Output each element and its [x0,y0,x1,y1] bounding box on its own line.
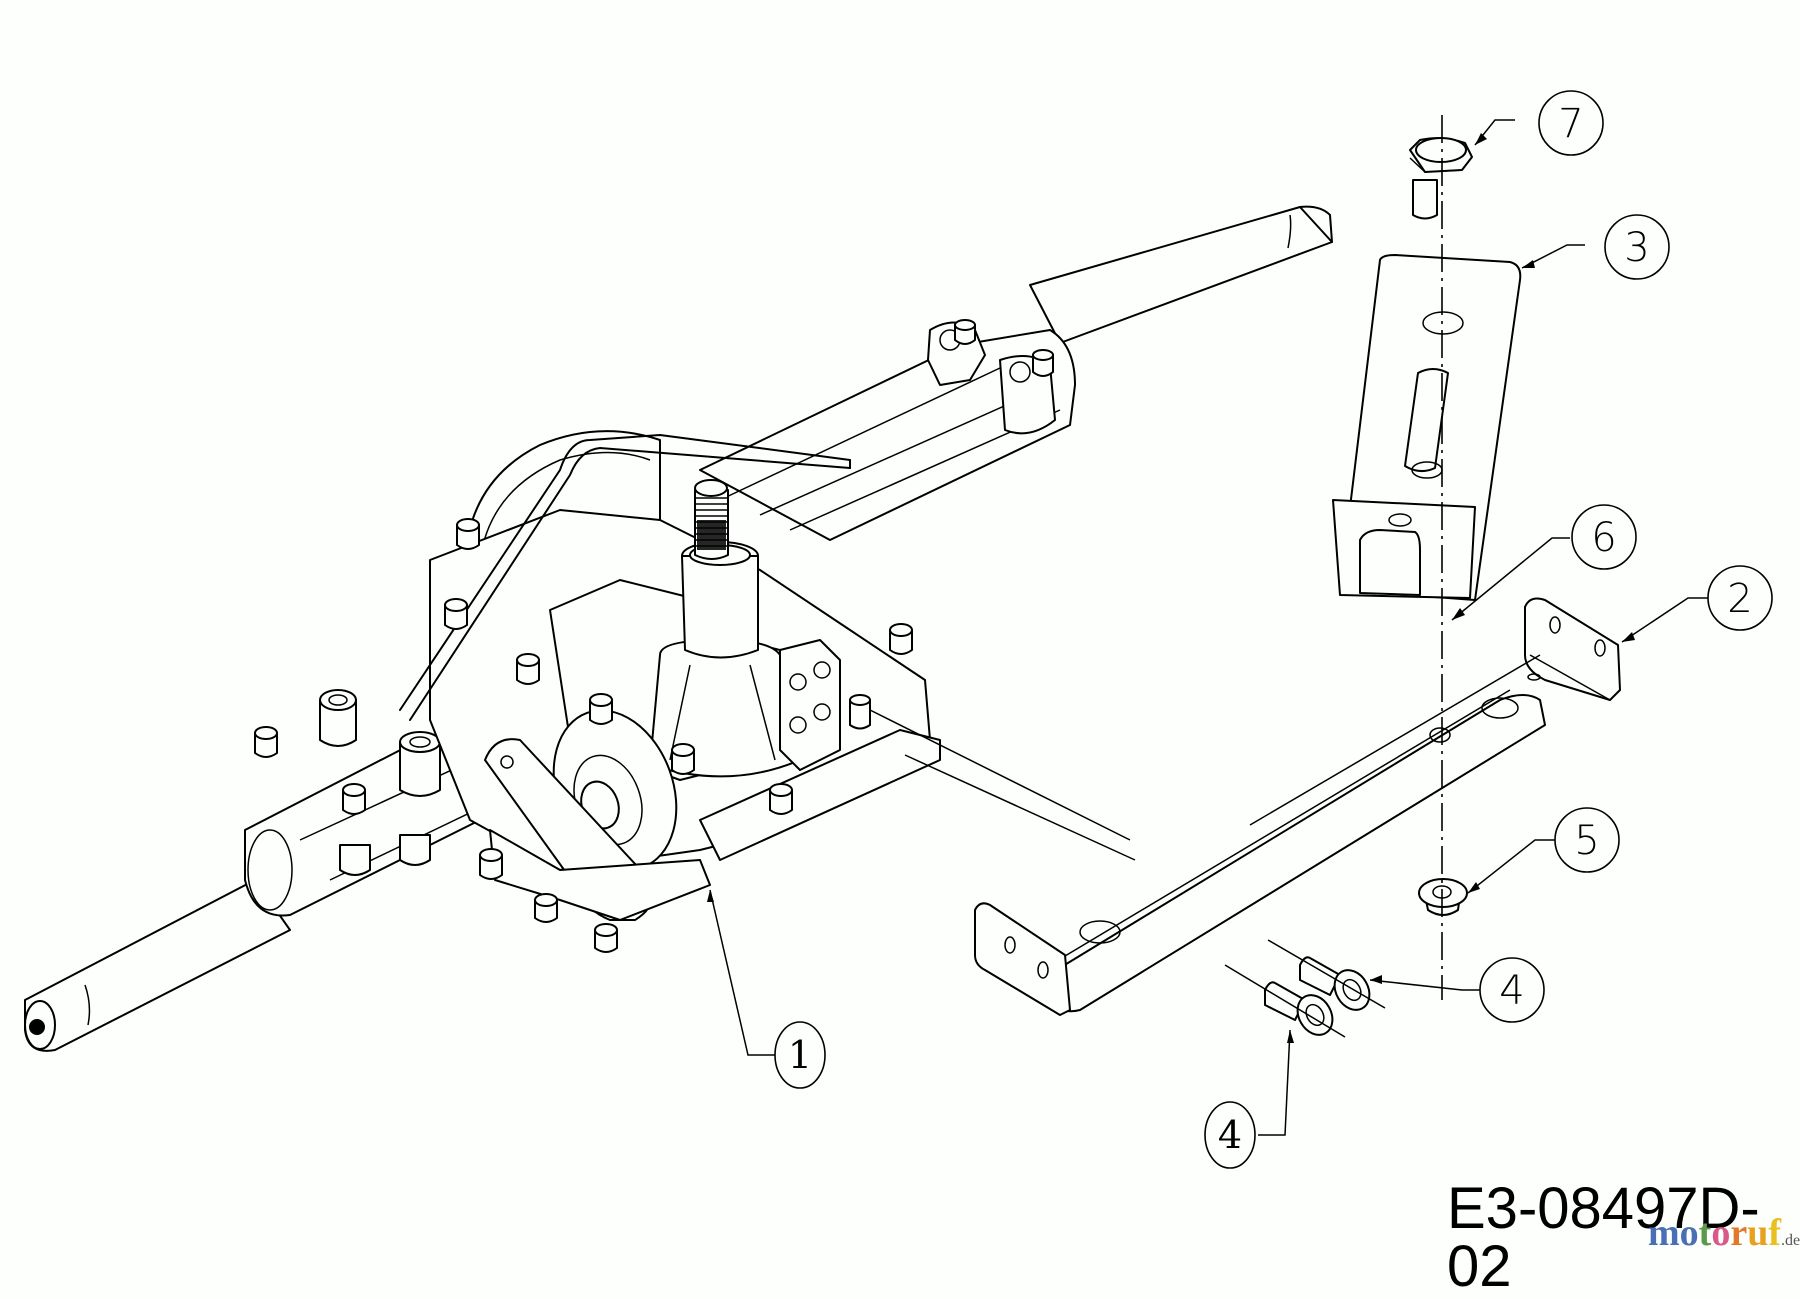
callout-6: 6 [1451,504,1637,621]
drawing-number: E3-08497D-02 [1447,1176,1760,1299]
callout-label: 2 [1727,576,1752,622]
hex-bolt-part [1409,137,1473,220]
watermark-letter: o [1679,1212,1699,1254]
callout-label: 3 [1624,225,1649,271]
parts-diagram: 7 3 6 2 5 4 4 1 [24,90,1773,1169]
callout-4-upper: 4 [1369,957,1545,1023]
callout-label: 4 [1499,968,1524,1014]
flange-nut-part [1418,878,1468,916]
watermark-letter: t [1698,1212,1712,1254]
watermark-letter: u [1747,1212,1769,1254]
callout-label: 6 [1591,515,1616,561]
assembly-line [869,709,1131,841]
callout-label: 4 [1218,1113,1242,1157]
callout-label: 5 [1574,818,1599,864]
assembly-line [904,754,1136,861]
callout-3: 3 [1521,214,1670,280]
callout-1: 1 [707,889,826,1089]
watermark-letter: m [1648,1212,1680,1254]
threaded-shaft-icon [694,479,729,560]
watermark-logo: motoruf.de [1648,1214,1800,1252]
watermark-letter: r [1730,1212,1748,1254]
bolt-axis-line [1224,964,1346,1038]
mounting-bracket-part [974,597,1621,1016]
callout-4-lower: 4 [1204,1029,1294,1169]
callout-label: 7 [1558,101,1583,147]
callout-5: 5 [1467,807,1620,894]
callout-7: 7 [1474,90,1604,156]
slotted-plate-part [1332,254,1522,601]
watermark-suffix: .de [1780,1232,1800,1249]
bolt-head-icon [954,319,976,345]
watermark-letter: o [1711,1212,1731,1254]
bolt-heads [254,518,913,953]
flange-bolt-part [1299,956,1371,1011]
bolt-axis-line [1267,939,1386,1009]
watermark-letter: f [1768,1212,1781,1254]
transaxle-part [24,205,1333,1052]
callout-2: 2 [1621,565,1773,643]
callout-label: 1 [788,1033,812,1077]
bolt-head-icon [1032,349,1054,377]
